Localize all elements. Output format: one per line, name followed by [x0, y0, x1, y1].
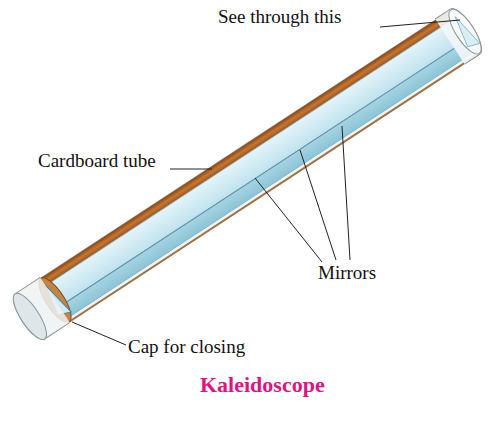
figure-caption: Kaleidoscope — [200, 372, 325, 397]
tube — [8, 4, 488, 344]
part-label: Cap for closing — [128, 336, 245, 358]
part-label: Cardboard tube — [38, 150, 156, 172]
leader-lines — [72, 20, 460, 345]
part-label: See through this — [218, 6, 342, 28]
part-label: Mirrors — [318, 262, 376, 284]
